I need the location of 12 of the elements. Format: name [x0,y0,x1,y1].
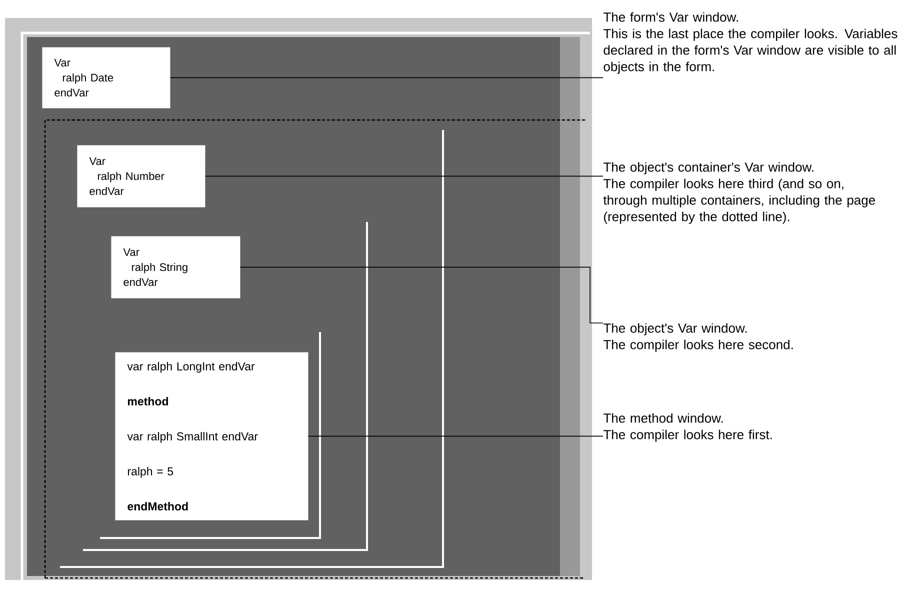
leader-line [170,77,604,78]
code-box: Var ralph Date endVar [42,47,170,108]
method-box: var ralph LongInt endVar method var ralph SmallInt endVar ralph = 5 endMethod [115,352,308,520]
annotation-text: The object's container's Var window. The compiler looks here third (and so on, through multiple containers, including the page (represented by the dotted line). [603,162,876,224]
leader-line [308,436,604,437]
leader-line [240,266,604,324]
code-box: Var ralph Number endVar [77,145,206,208]
annotation-text: The method window. The compiler looks here first. [604,413,772,442]
code-box: Var ralph String endVar [111,236,240,298]
annotation-text: The object's Var window. The compiler looks here second. [604,323,793,352]
annotation-text: The form's Var window. This is the last place the compiler looks. Variables declared in the form's Var window are visible to all objects in the form. [604,12,898,74]
leader-line [205,176,604,177]
